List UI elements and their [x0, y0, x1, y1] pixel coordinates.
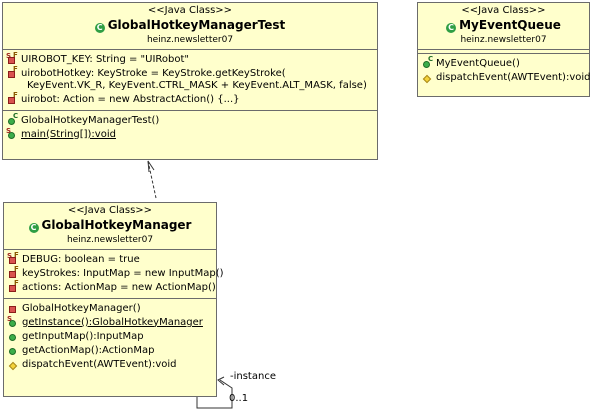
dependency-arrow	[147, 160, 157, 199]
field-row[interactable]: F uirobotHotkey: KeyStroke = KeyStroke.g…	[6, 65, 374, 92]
method-row[interactable]: dispatchEvent(AWTEvent):void	[421, 72, 591, 84]
association-role-label: -instance	[230, 371, 276, 382]
class-name-text: GlobalHotkeyManagerTest	[107, 18, 286, 32]
methods-section: GlobalHotkeyManager() S getInstance():Gl…	[4, 297, 216, 375]
method-text: getInstance():GlobalHotkeyManager	[22, 316, 203, 328]
field-text: actions: ActionMap = new ActionMap()	[22, 281, 216, 293]
constructor-icon: C	[421, 55, 434, 69]
method-text: getInputMap():InputMap	[22, 330, 144, 342]
method-text: GlobalHotkeyManagerTest()	[21, 114, 160, 126]
protected-method-icon	[7, 359, 20, 371]
class-icon: C	[446, 23, 457, 33]
self-association-line	[196, 376, 233, 409]
stereotype-label: <<Java Class>>	[67, 205, 153, 216]
field-row[interactable]: F actions: ActionMap = new ActionMap()	[7, 279, 216, 294]
field-row[interactable]: S F DEBUG: boolean = true	[7, 251, 213, 266]
class-name-text: MyEventQueue	[459, 18, 561, 32]
field-text: keyStrokes: InputMap = new InputMap()	[22, 267, 224, 279]
field-text: UIROBOT_KEY: String = "UIRobot"	[21, 53, 190, 65]
method-text: GlobalHotkeyManager()	[22, 302, 141, 314]
fields-section: S F UIROBOT_KEY: String = "UIRobot" F ui…	[3, 48, 377, 110]
method-row[interactable]: C GlobalHotkeyManagerTest()	[6, 112, 374, 127]
method-text: getActionMap():ActionMap	[22, 344, 155, 356]
field-text: uirobot: Action = new AbstractAction() {…	[21, 93, 240, 105]
method-row[interactable]: dispatchEvent(AWTEvent):void	[7, 359, 213, 371]
association-multiplicity-label: 0..1	[229, 393, 249, 404]
stereotype-label: <<Java Class>>	[147, 5, 233, 16]
stereotype-label: <<Java Class>>	[461, 5, 546, 16]
method-text: dispatchEvent(AWTEvent):void	[436, 71, 591, 83]
method-row[interactable]: C MyEventQueue()	[421, 55, 586, 70]
method-text: dispatchEvent(AWTEvent):void	[22, 358, 177, 370]
method-row[interactable]: getInputMap():InputMap	[7, 331, 213, 343]
private-constructor-icon	[7, 303, 20, 314]
method-row[interactable]: S getInstance():GlobalHotkeyManager	[7, 315, 213, 329]
protected-method-icon	[421, 72, 434, 84]
methods-section: C MyEventQueue() dispatchEvent(AWTEvent)…	[418, 52, 591, 88]
static-final-field-icon: S F	[6, 51, 19, 65]
class-icon: C	[28, 223, 39, 233]
field-text: uirobotHotkey: KeyStroke = KeyStroke.get…	[21, 67, 367, 91]
static-final-field-icon: S F	[7, 251, 20, 265]
static-method-icon: S	[7, 315, 20, 328]
method-text: main(String[]):void	[21, 128, 116, 140]
fields-section	[418, 48, 589, 53]
class-icon: C	[94, 23, 105, 33]
constructor-icon: C	[6, 112, 19, 126]
fields-section: S F DEBUG: boolean = true F keyStrokes: …	[4, 248, 224, 298]
final-field-icon: F	[7, 265, 20, 279]
package-label: heinz.newsletter07	[146, 35, 234, 45]
field-row[interactable]: S F UIROBOT_KEY: String = "UIRobot"	[6, 51, 374, 66]
public-method-icon	[7, 331, 20, 342]
method-row[interactable]: S main(String[]):void	[6, 127, 374, 141]
field-row[interactable]: F keyStrokes: InputMap = new InputMap()	[7, 265, 224, 280]
static-method-icon: S	[6, 127, 19, 140]
package-label: heinz.newsletter07	[66, 235, 154, 245]
final-field-icon: F	[6, 65, 19, 79]
field-text: DEBUG: boolean = true	[22, 253, 140, 265]
final-field-icon: F	[6, 91, 19, 105]
final-field-icon: F	[7, 279, 20, 293]
methods-section: C GlobalHotkeyManagerTest() S main(Strin…	[3, 109, 377, 145]
package-label: heinz.newsletter07	[460, 35, 547, 45]
method-row[interactable]: getActionMap():ActionMap	[7, 345, 213, 357]
method-text: MyEventQueue()	[436, 57, 520, 69]
class-name-text: GlobalHotkeyManager	[41, 218, 192, 232]
public-method-icon	[7, 345, 20, 356]
field-row[interactable]: F uirobot: Action = new AbstractAction()…	[6, 91, 374, 106]
method-row[interactable]: GlobalHotkeyManager()	[7, 303, 213, 315]
